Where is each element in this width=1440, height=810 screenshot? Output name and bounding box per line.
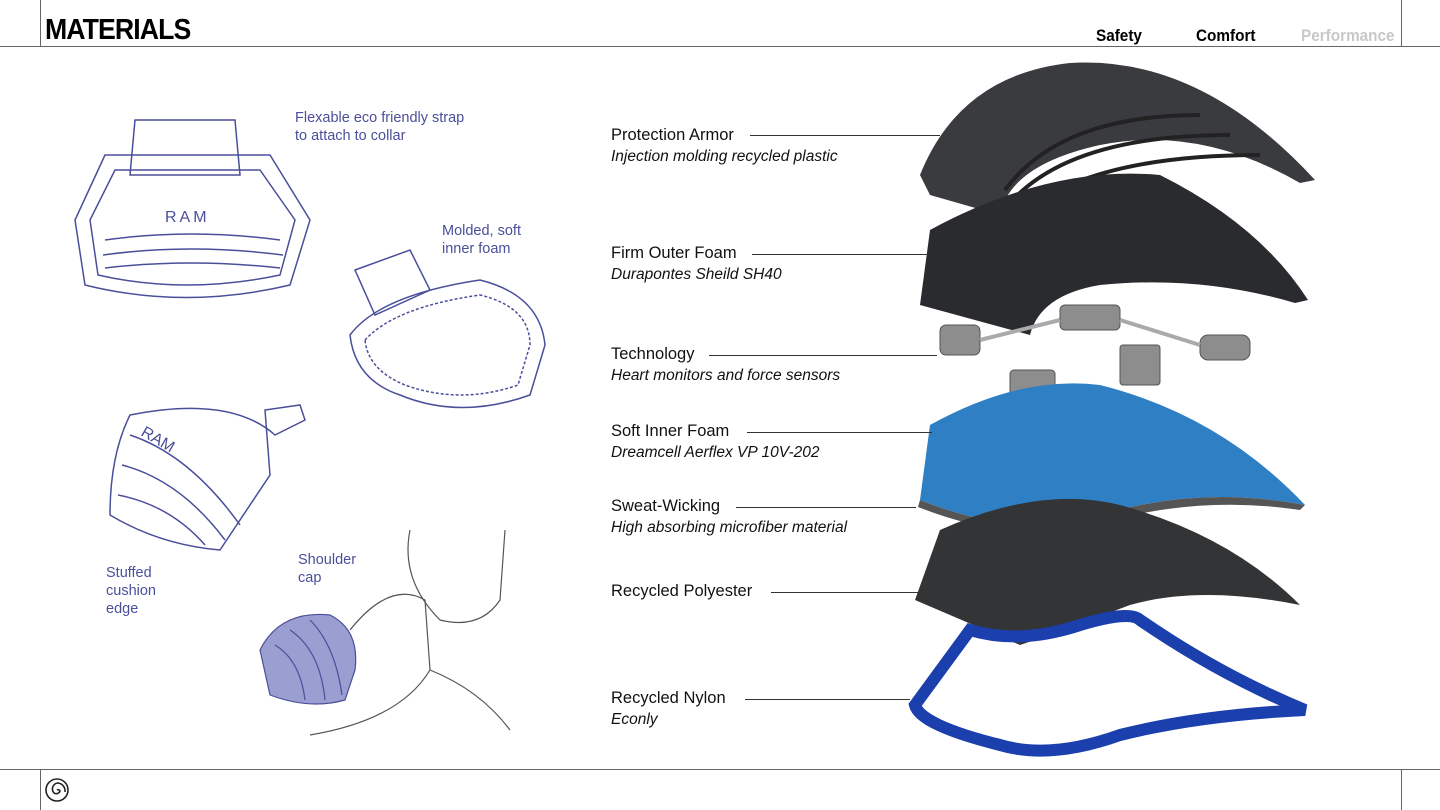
sketch-side-view: RAM <box>109 404 306 551</box>
nav-performance[interactable]: Performance <box>1301 26 1395 45</box>
note-strap: Flexable eco friendly strap to attach to… <box>295 110 465 144</box>
note-inner-foam: Molded, soft inner foam <box>442 223 521 257</box>
note-shoulder-cap: Shoulder cap <box>298 552 357 586</box>
footer-divider <box>0 769 1440 770</box>
layer-label-recycled-polyester: Recycled Polyester <box>611 582 753 600</box>
svg-text:RAM: RAM <box>165 209 210 226</box>
layer-recycled-nylon <box>908 610 1308 757</box>
nav-comfort[interactable]: Comfort <box>1196 26 1256 45</box>
nav-safety[interactable]: Safety <box>1096 26 1142 45</box>
leader-line <box>747 432 932 433</box>
page-title: MATERIALS <box>45 14 191 46</box>
header-left-border <box>40 0 41 46</box>
leader-line <box>736 507 916 508</box>
leader-line <box>752 254 928 255</box>
layer-soft-inner-foam <box>920 383 1305 525</box>
layer-protection-armor <box>920 62 1315 215</box>
footer-left-border <box>40 769 41 810</box>
leader-line <box>750 135 940 136</box>
leader-line <box>771 592 920 593</box>
sketch-shoulder-person <box>259 529 511 736</box>
layer-recycled-polyester <box>915 498 1300 645</box>
svg-text:RAM: RAM <box>138 424 177 457</box>
spiral-logo-icon <box>45 778 69 802</box>
footer-right-border <box>1401 769 1402 810</box>
header-right-border <box>1401 0 1402 46</box>
leader-line <box>745 699 910 700</box>
sketch-front-view: RAM <box>74 119 311 299</box>
exploded-layers-illustration <box>908 62 1315 757</box>
layer-firm-outer-foam <box>920 173 1308 335</box>
leader-line <box>709 355 937 356</box>
note-cushion-edge: Stuffed cushion edge <box>106 565 156 617</box>
header-divider <box>0 46 1440 47</box>
sketch-inner-foam <box>349 249 546 409</box>
